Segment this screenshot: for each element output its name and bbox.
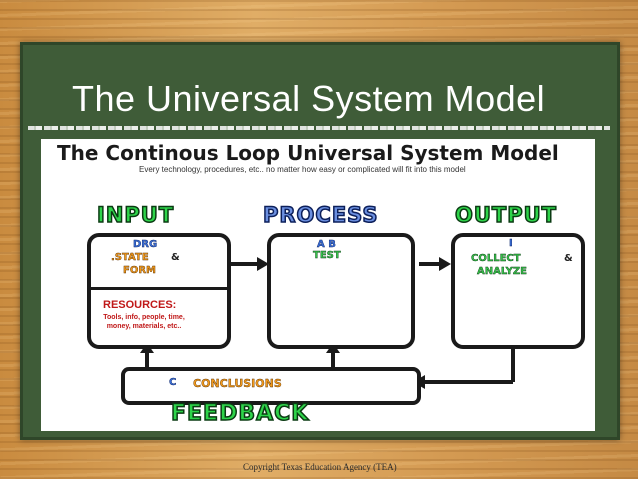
input-line1: DRG [133,239,158,250]
arrowhead-process-output [439,257,451,271]
process-box [267,233,415,349]
feedback-conclusions: CONCLUSIONS [193,377,282,390]
system-model-diagram: The Continous Loop Universal System Mode… [41,139,595,431]
feedback-letter: C [169,377,177,388]
output-analyze: ANALYZE [477,266,527,277]
input-header: INPUT [96,202,175,228]
output-box [451,233,585,349]
diagram-subtitle: Every technology, procedures, etc.. no m… [139,165,466,174]
input-form: FORM [123,265,156,276]
output-collect: COLLECT [471,253,521,264]
chalk-divider [28,126,610,130]
input-box [87,233,231,349]
output-line1: I [509,238,513,249]
copyright-notice: Copyright Texas Education Agency (TEA) [243,462,397,472]
process-line2: TEST [313,250,341,261]
process-line1: A B [317,239,336,250]
arrowhead-input-process [257,257,269,271]
input-resources-body: Tools, info, people, time, money, materi… [103,314,185,330]
output-amp: & [564,253,573,264]
input-resources-title: RESOURCES: [103,299,177,311]
input-amp: & [171,252,180,263]
process-header: PROCESS [262,202,379,228]
slide-title: The Universal System Model [72,78,546,119]
diagram-title: The Continous Loop Universal System Mode… [57,141,559,165]
input-divider [91,287,227,290]
feedback-header: FEEDBACK [170,400,310,427]
input-state: .STATE [111,252,149,263]
output-header: OUTPUT [454,202,557,228]
feedback-box [121,367,421,405]
